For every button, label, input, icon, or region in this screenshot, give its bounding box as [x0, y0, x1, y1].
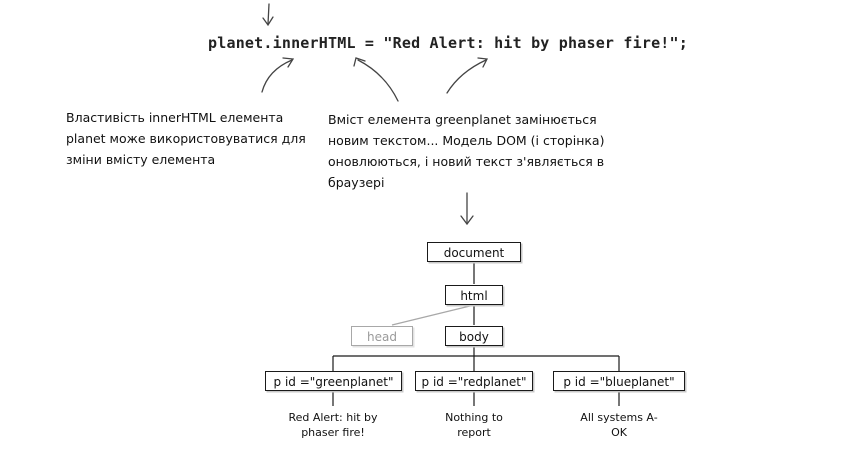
arrow-innerhtml — [353, 57, 399, 102]
arrow-planet — [261, 57, 295, 93]
tree-connectors — [332, 262, 620, 406]
node-html: html — [445, 285, 503, 305]
node-p-greenplanet: p id ="greenplanet" — [265, 371, 402, 391]
arrow-top — [262, 3, 274, 27]
node-p-blueplanet: p id ="blueplanet" — [553, 371, 685, 391]
node-p-redplanet: p id ="redplanet" — [415, 371, 533, 391]
arrow-down-tree — [460, 192, 474, 226]
code-statement: planet.innerHTML = "Red Alert: hit by ph… — [208, 34, 688, 52]
head-connector — [391, 304, 475, 326]
node-document: document — [427, 242, 521, 262]
text-greenplanet: Red Alert: hit by phaser fire! — [288, 411, 378, 439]
text-redplanet: Nothing to report — [445, 411, 503, 439]
arrow-string — [446, 57, 488, 94]
text-blueplanet: All systems A-OK — [580, 411, 658, 439]
node-body: body — [445, 326, 503, 346]
node-head: head — [351, 326, 413, 346]
note-content-replaced: Вміст елемента greenplanet замінюється н… — [328, 112, 605, 190]
note-innerhtml-property: Властивість innerHTML елемента planet мо… — [66, 110, 306, 167]
